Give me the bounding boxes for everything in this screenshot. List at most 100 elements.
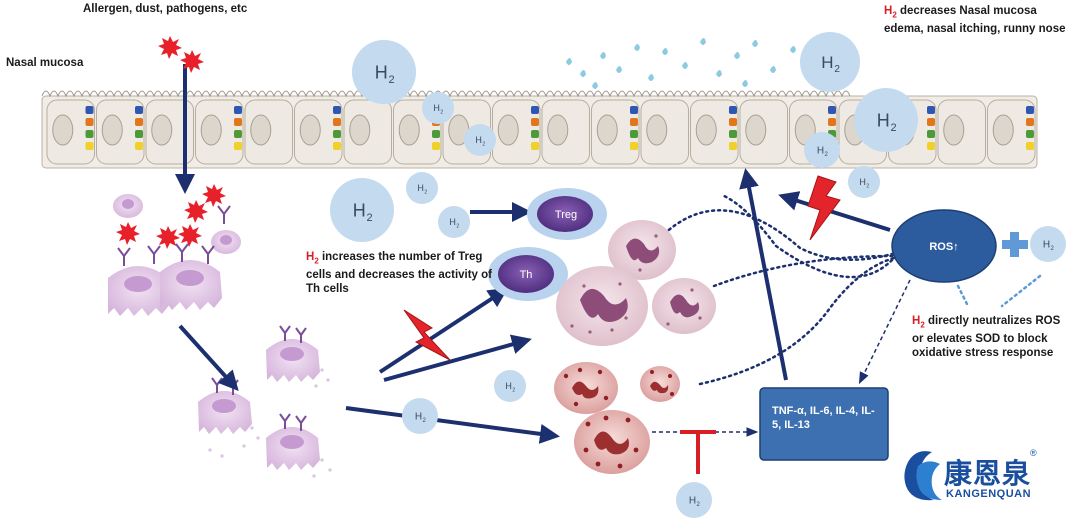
h2-bubble-subscript: 2: [512, 387, 515, 393]
h2-bubble-label: H: [877, 110, 890, 130]
brand-chinese-name: 康恩泉: [944, 458, 1032, 489]
receptor-marker: [1026, 118, 1034, 126]
receptor-marker: [1026, 130, 1034, 138]
receptor-marker: [85, 130, 94, 138]
h2-bubble: [406, 172, 438, 204]
treg-label: Treg: [555, 209, 577, 221]
h2-bubble-label: H: [817, 146, 824, 157]
receptor-marker: [135, 118, 143, 126]
receptor-marker: [85, 118, 94, 126]
epithelial-nucleus: [547, 114, 569, 146]
h2-bubble: [352, 40, 416, 104]
h2-bubble-label: H: [417, 183, 424, 193]
h2-bubble-subscript: 2: [423, 418, 427, 424]
receptor-marker: [1026, 142, 1034, 150]
receptor-marker: [531, 142, 539, 150]
receptor-marker: [135, 106, 143, 114]
receptor-marker: [828, 106, 836, 114]
flow-arrows: [178, 168, 891, 444]
h2-bubble-label: H: [433, 103, 440, 113]
receptor-marker: [333, 118, 341, 126]
ros-node: [891, 209, 997, 283]
dashed-ros-to-cytokines: [858, 279, 911, 385]
h2-bubble: [800, 32, 860, 92]
h2-bubble-label: H: [821, 53, 833, 72]
receptor-marker: [531, 106, 539, 114]
h2-bubble-subscript: 2: [456, 223, 459, 229]
receptor-marker: [531, 118, 539, 126]
receptor-marker: [927, 118, 935, 126]
receptor-marker: [234, 118, 242, 126]
h2-bubble: [438, 206, 470, 238]
epithelial-nucleus: [250, 114, 272, 146]
mucosa-lightning-icon: [807, 175, 841, 241]
h2-bubble: [402, 398, 438, 434]
receptor-marker: [333, 106, 341, 114]
receptor-marker: [85, 106, 94, 114]
h2-bubble: [422, 92, 454, 124]
degranulating-cells: [198, 325, 332, 478]
epithelial-nucleus: [151, 114, 173, 146]
h2-bubble-subscript: 2: [866, 183, 869, 189]
epithelial-nucleus: [497, 114, 519, 146]
h2-bubble-label: H: [689, 496, 696, 507]
h2-bubble-subscript: 2: [366, 212, 372, 224]
epithelial-nucleus: [745, 114, 767, 146]
epithelial-nucleus: [992, 114, 1014, 146]
receptor-marker: [234, 106, 242, 114]
h2-bubble-label: H: [505, 381, 512, 391]
brand-latin-name: KANGENQUAN: [946, 488, 1032, 500]
epithelial-nucleus: [200, 114, 222, 146]
h2-bubble: [330, 178, 394, 242]
brand-registered-mark: ®: [1030, 448, 1037, 458]
th-label: Th: [520, 269, 533, 281]
h2-bubble: [676, 482, 712, 518]
h2-bubble-subscript: 2: [1051, 246, 1055, 252]
dotted-links: [658, 194, 896, 386]
h2-bubble-subscript: 2: [697, 502, 701, 508]
receptor-marker: [630, 130, 638, 138]
plus-icon: [1002, 232, 1028, 257]
receptor-marker: [135, 142, 143, 150]
h2-bubble-label: H: [375, 62, 388, 82]
receptor-marker: [630, 142, 638, 150]
h2-ros-effect-text: H2 directly neutralizes ROS or elevates …: [912, 315, 1061, 360]
h2-bubble-subscript: 2: [424, 189, 427, 195]
epithelial-nucleus: [596, 114, 618, 146]
h2-bubble: [1030, 226, 1066, 262]
receptor-marker: [234, 142, 242, 150]
receptor-marker: [927, 130, 935, 138]
h2-bubble: [494, 370, 526, 402]
epithelial-nucleus: [398, 114, 420, 146]
receptor-marker: [333, 142, 341, 150]
receptor-marker: [729, 130, 737, 138]
kangenquan-logo-icon: [904, 451, 942, 501]
th-lightning-icon: [403, 309, 451, 361]
h2-bubble-subscript: 2: [834, 64, 840, 75]
allergen-label: Allergen, dust, pathogens, etc: [83, 3, 248, 15]
receptor-marker: [729, 142, 737, 150]
h2-treg-effect-text: H2 increases the number of Treg cells an…: [306, 251, 493, 296]
h2-bubble: [464, 124, 496, 156]
receptor-marker: [828, 118, 836, 126]
h2-ros-dots: [956, 274, 1042, 308]
epithelial-nucleus: [943, 114, 965, 146]
th-cell: [488, 247, 568, 301]
receptor-marker: [729, 106, 737, 114]
runny-drops: [566, 38, 796, 89]
receptor-marker: [630, 118, 638, 126]
mast-cells: [108, 194, 241, 316]
eosinophils: [556, 220, 716, 346]
h2-mucosa-effect-text: H2 decreases Nasal mucosa edema, nasal i…: [884, 5, 1066, 36]
cytokine-label: TNF-α, IL-6, IL-4, IL-5, IL-13: [772, 405, 875, 431]
h2-bubble-subscript: 2: [890, 122, 896, 134]
epithelial-nucleus: [52, 114, 74, 146]
h2-bubble-label: H: [415, 412, 422, 423]
h2-bubble-label: H: [449, 217, 456, 227]
inhibition-marker: [680, 430, 716, 474]
h2-bubble: [804, 132, 840, 168]
epithelial-nucleus: [695, 114, 717, 146]
